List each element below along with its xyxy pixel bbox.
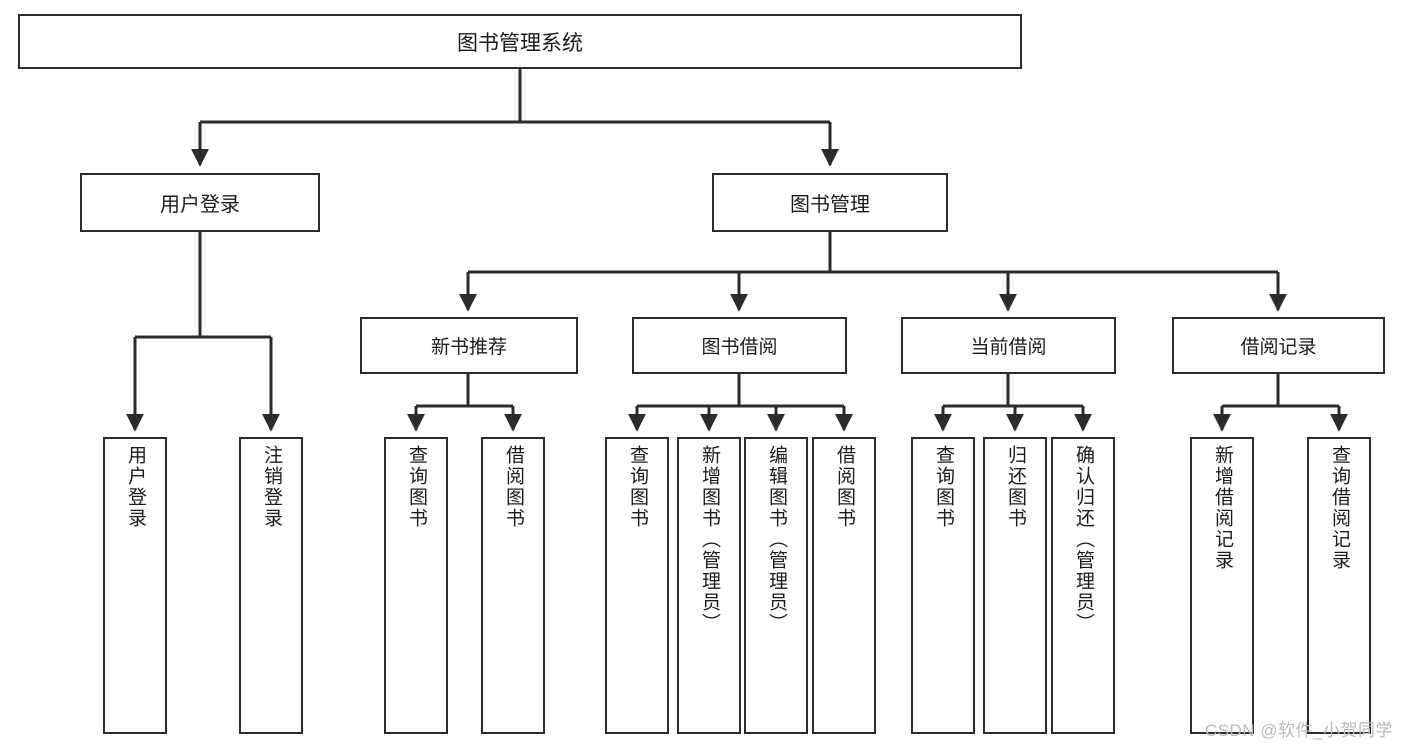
node-root-system[interactable]: 图书管理系统 <box>18 14 1022 69</box>
node-leaf-query-book-newbook[interactable]: 查询图书 <box>384 437 448 734</box>
node-leaf-label: 新增借阅记录 <box>1211 445 1233 571</box>
node-book-management-label: 图书管理 <box>790 194 870 216</box>
node-book-borrow[interactable]: 图书借阅 <box>632 317 847 374</box>
node-leaf-label: 归还图书 <box>1004 445 1026 529</box>
node-leaf-label: 注销登录 <box>260 445 282 529</box>
node-new-book-recommend-label: 新书推荐 <box>430 337 507 358</box>
node-new-book-recommend[interactable]: 新书推荐 <box>360 317 578 374</box>
node-leaf-label: 新增图书（管理员） <box>698 445 720 634</box>
node-leaf-label: 编辑图书（管理员） <box>765 445 787 634</box>
node-leaf-add-borrow-record[interactable]: 新增借阅记录 <box>1190 437 1254 734</box>
node-leaf-borrow-book[interactable]: 借阅图书 <box>812 437 876 734</box>
node-borrow-record[interactable]: 借阅记录 <box>1172 317 1385 374</box>
node-leaf-query-book-current[interactable]: 查询图书 <box>911 437 975 734</box>
node-leaf-label: 查询借阅记录 <box>1328 445 1350 571</box>
node-leaf-query-book-borrow[interactable]: 查询图书 <box>605 437 669 734</box>
node-root-label: 图书管理系统 <box>457 31 583 55</box>
node-leaf-logout[interactable]: 注销登录 <box>239 437 303 734</box>
node-leaf-return-book[interactable]: 归还图书 <box>983 437 1047 734</box>
node-leaf-borrow-book-newbook[interactable]: 借阅图书 <box>481 437 545 734</box>
node-leaf-label: 借阅图书 <box>833 445 855 529</box>
node-current-borrow[interactable]: 当前借阅 <box>901 317 1116 374</box>
node-leaf-label: 查询图书 <box>626 445 648 529</box>
node-book-borrow-label: 图书借阅 <box>701 337 778 358</box>
node-current-borrow-label: 当前借阅 <box>970 337 1047 358</box>
node-leaf-confirm-return-admin[interactable]: 确认归还（管理员） <box>1051 437 1115 734</box>
node-leaf-add-book-admin[interactable]: 新增图书（管理员） <box>677 437 741 734</box>
node-leaf-user-login[interactable]: 用户登录 <box>103 437 167 734</box>
node-borrow-record-label: 借阅记录 <box>1240 337 1317 358</box>
node-leaf-label: 确认归还（管理员） <box>1072 445 1094 634</box>
node-book-management[interactable]: 图书管理 <box>712 173 948 232</box>
node-user-login[interactable]: 用户登录 <box>80 173 320 232</box>
node-leaf-label: 用户登录 <box>124 445 146 529</box>
node-user-login-label: 用户登录 <box>160 194 240 216</box>
node-leaf-label: 查询图书 <box>932 445 954 529</box>
node-leaf-query-borrow-record[interactable]: 查询借阅记录 <box>1307 437 1371 734</box>
node-leaf-label: 查询图书 <box>405 445 427 529</box>
csdn-watermark: CSDN @软件_小贺同学 <box>1204 721 1393 740</box>
node-leaf-label: 借阅图书 <box>502 445 524 529</box>
node-leaf-edit-book-admin[interactable]: 编辑图书（管理员） <box>744 437 808 734</box>
